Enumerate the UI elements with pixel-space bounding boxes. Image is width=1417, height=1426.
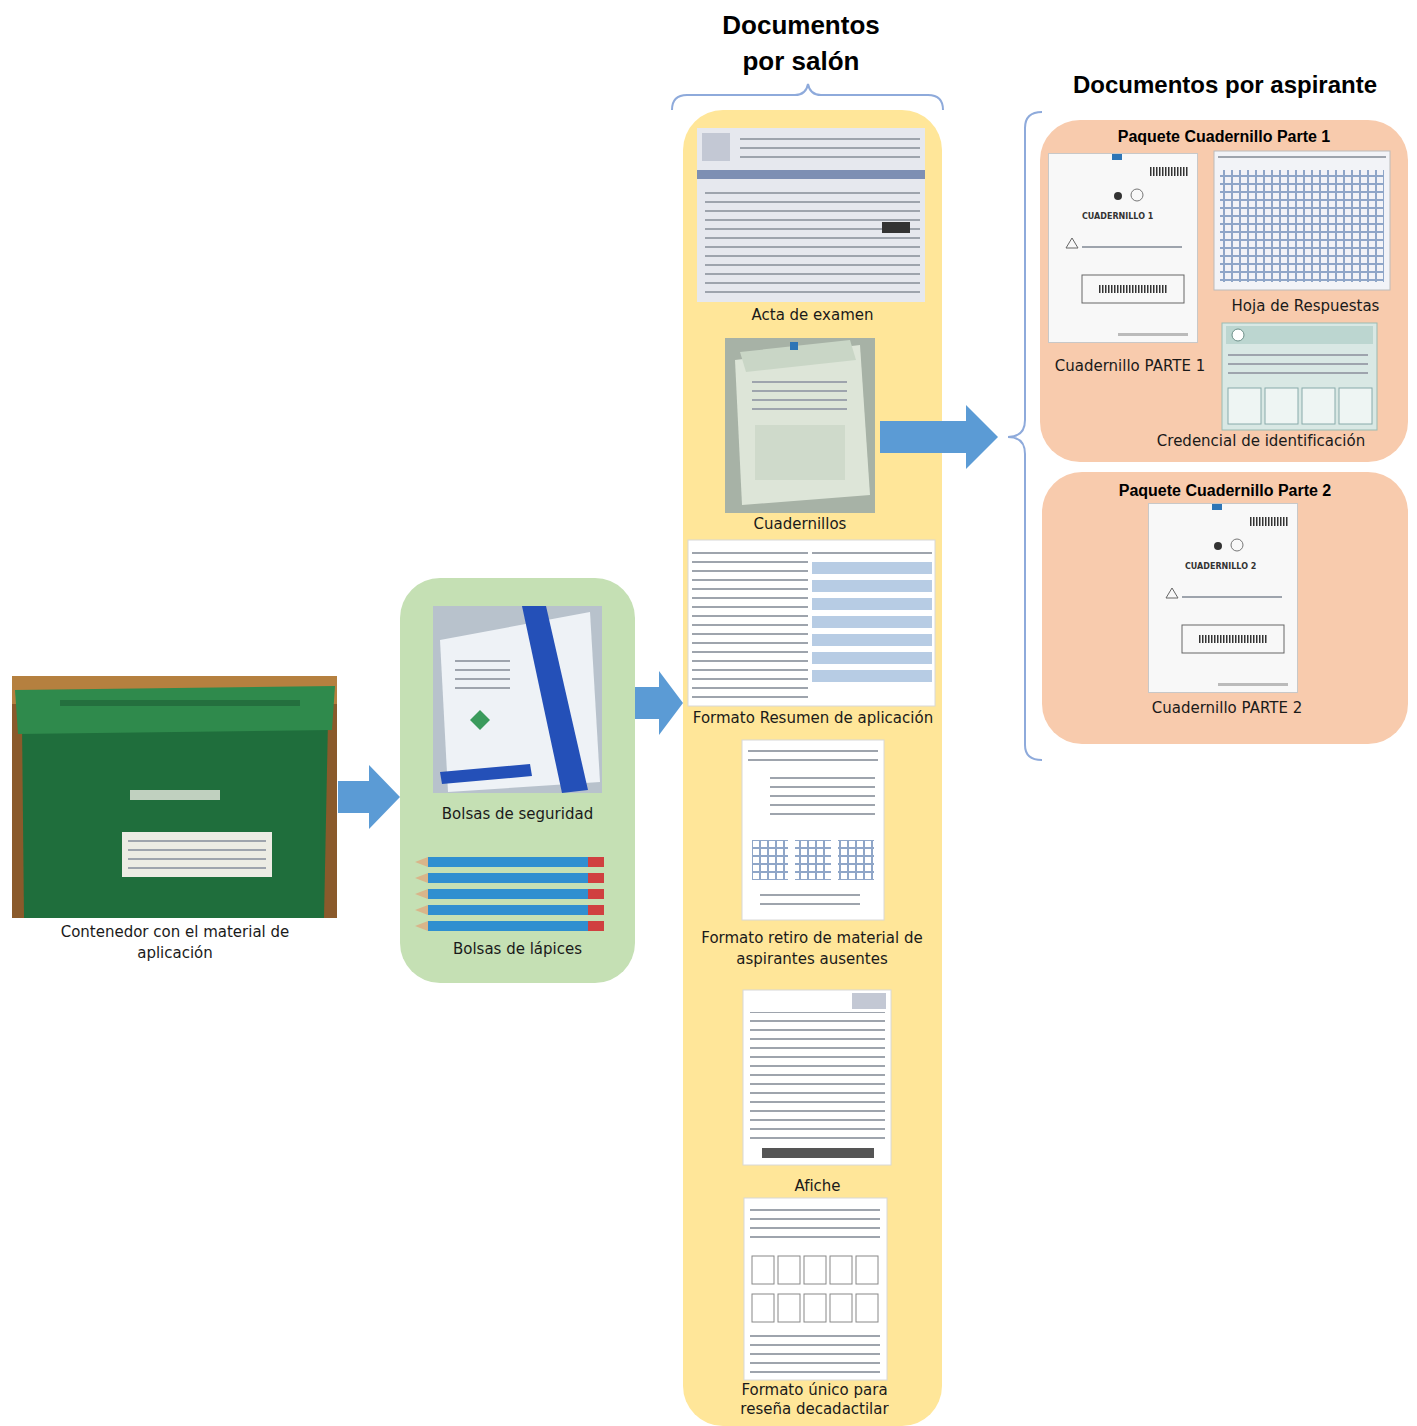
crate-lid [15,686,335,734]
thumbnail-label: CUADERNILLO 2 [1185,562,1265,572]
photo-background [12,676,337,918]
panel-heading: Bolsas de seguridad [410,804,625,824]
materials-panel: Bolsas de seguridadBolsas de lápices [400,578,635,983]
caption-text: Hoja de Respuestas [1208,296,1403,316]
crate-body [22,720,328,918]
caption-text: Acta de examen [690,305,935,325]
package-panel: Paquete Cuadernillo Parte 1 Cuadernillo P… [1040,120,1408,462]
photo-wall [12,676,337,704]
caption-text: Afiche [735,1176,900,1196]
package-panel: Paquete Cuadernillo Parte 2 Cuadernillo P… [1042,472,1408,744]
document-item: Formato retiro de material de aspirantes… [690,737,935,975]
caption-text: Cuadernillos [720,514,880,534]
document-item: Cuadernillos [720,335,880,535]
candidate-documents-group: Documentos por aspirantePaquete Cuaderni… [998,68,1417,760]
caption-text: Documentos por salón [701,7,901,79]
group-bracket [1008,112,1042,760]
panel-heading: Paquete Cuadernillo Parte 1 [1040,126,1408,148]
document-item: Formato único para reseña decadactilar [720,1195,910,1426]
caption-text: Formato Resumen de aplicación [685,708,941,728]
document-item: Formato Resumen de aplicación [685,537,941,732]
caption-text: Contenedor con el material de aplicación [50,922,300,964]
panel-heading: Paquete Cuadernillo Parte 2 [1042,480,1408,502]
caption-text: Formato único para reseña decadactilar [722,1381,907,1419]
room-documents-panel: Documentos por salónActa de examenCuader… [683,110,942,1426]
caption-text: Formato retiro de material de aspirantes… [692,928,932,970]
crate-logo [130,790,220,800]
caption-text: Bolsas de lápices [410,939,625,959]
container-photo [12,676,337,918]
caption-text: Cuadernillo PARTE 1 [1044,356,1216,376]
group-bracket [672,84,943,110]
document-item: Afiche [735,985,900,1197]
container-node: Contenedor con el material de aplicación [12,676,338,972]
crate-label [122,832,272,877]
document-item: Acta de examen [690,125,935,325]
crate-label-lines [128,838,266,872]
caption-text: Documentos por aspirante [1040,70,1410,100]
caption-text: Cuadernillo PARTE 2 [1132,698,1322,718]
caption-text: Credencial de identificación [1126,431,1396,451]
block-arrow [338,765,400,829]
block-arrow [635,671,683,735]
crate-lid-ridge [60,700,300,706]
thumbnail-label: CUADERNILLO 1 [1082,212,1162,222]
